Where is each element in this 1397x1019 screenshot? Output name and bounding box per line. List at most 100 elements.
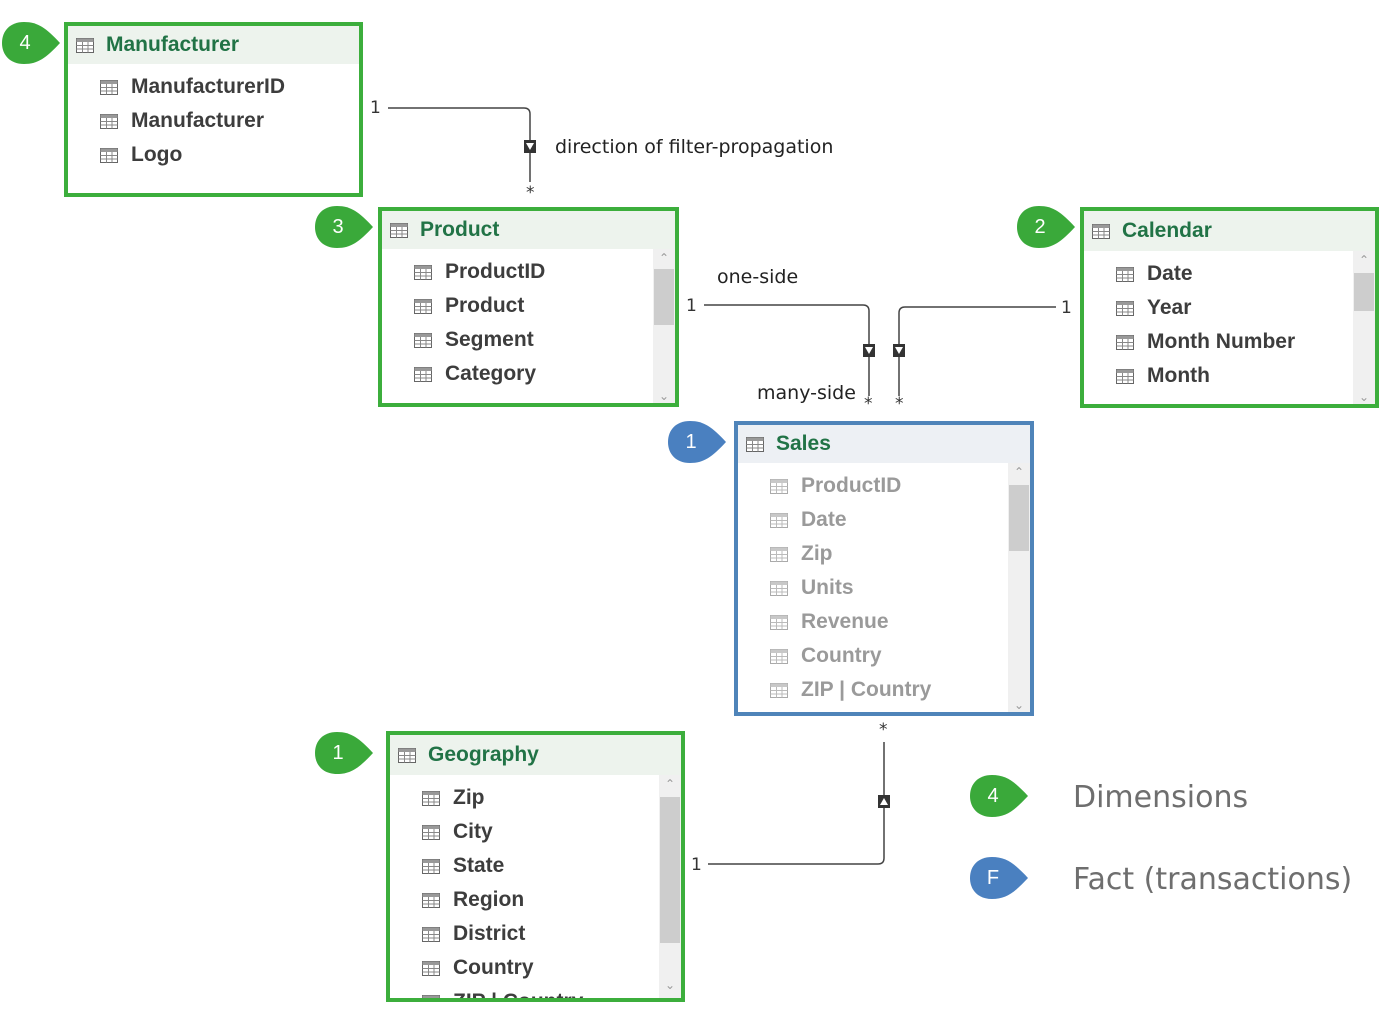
field-item[interactable]: Segment (382, 323, 675, 357)
table-title: Manufacturer (106, 33, 240, 56)
field-item[interactable]: Product (382, 289, 675, 323)
field-list: ProductID Product Segment Category ⌃ ⌄ (382, 249, 675, 403)
field-item[interactable]: State (390, 849, 681, 883)
table-title: Geography (428, 743, 539, 766)
chevron-down-icon[interactable]: ⌄ (1358, 390, 1370, 404)
chevron-down-icon[interactable]: ⌄ (664, 978, 676, 992)
field-item[interactable]: Date (738, 503, 1030, 537)
table-header[interactable]: Manufacturer (68, 26, 359, 64)
column-icon (1116, 368, 1134, 384)
field-item[interactable]: City (390, 815, 681, 849)
column-icon (414, 264, 432, 280)
column-icon (414, 298, 432, 314)
rel-calendar-sales (898, 306, 1056, 396)
table-header[interactable]: Sales (738, 425, 1030, 463)
field-item[interactable]: Country (738, 639, 1030, 673)
table-header[interactable]: Geography (390, 735, 681, 775)
chevron-up-icon[interactable]: ⌃ (1358, 253, 1370, 267)
scrollbar[interactable]: ⌃ ⌄ (653, 249, 675, 403)
chevron-up-icon[interactable]: ⌃ (1013, 465, 1025, 479)
scrollbar[interactable]: ⌃ ⌄ (659, 775, 681, 998)
table-icon (390, 222, 408, 238)
table-geography[interactable]: Geography Zip City State Region District… (386, 731, 685, 1002)
badge-calendar: 2 (1015, 204, 1095, 250)
table-icon (76, 37, 94, 53)
field-item[interactable]: Country (390, 951, 681, 985)
badge-geography: 1 (313, 730, 393, 776)
field-item[interactable]: Manufacturer (68, 104, 359, 138)
field-list: Zip City State Region District Country Z… (390, 775, 681, 998)
table-header[interactable]: Calendar (1084, 211, 1375, 251)
scrollbar[interactable]: ⌃ ⌄ (1353, 251, 1375, 404)
badge-product: 3 (313, 204, 393, 250)
table-sales[interactable]: Sales ProductID Date Zip Units Revenue C… (734, 421, 1034, 716)
field-item[interactable]: ProductID (382, 255, 675, 289)
table-header[interactable]: Product (382, 211, 675, 249)
chevron-down-icon[interactable]: ⌄ (1013, 698, 1025, 712)
field-item[interactable]: Zip (738, 537, 1030, 571)
cardinality-one: 1 (691, 855, 702, 875)
table-manufacturer[interactable]: Manufacturer ManufacturerID Manufacturer… (64, 22, 363, 197)
many-side-label: many-side (757, 382, 856, 404)
column-icon (100, 79, 118, 95)
chevron-up-icon[interactable]: ⌃ (664, 777, 676, 791)
table-product[interactable]: Product ProductID Product Segment Catego… (378, 207, 679, 407)
table-calendar[interactable]: Calendar Date Year Month Number Month ⌃ … (1080, 207, 1379, 408)
table-title: Product (420, 218, 500, 241)
table-title: Calendar (1122, 219, 1212, 242)
table-title: Sales (776, 432, 831, 455)
rel-manufacturer-product (388, 107, 531, 182)
field-item[interactable]: Revenue (738, 605, 1030, 639)
field-item[interactable]: Month (1084, 359, 1375, 393)
column-icon (422, 926, 440, 942)
scrollbar-thumb[interactable] (654, 269, 674, 325)
field-item[interactable]: ManufacturerID (68, 70, 359, 104)
field-item[interactable]: Region (390, 883, 681, 917)
field-item[interactable]: ZIP | Country (390, 985, 681, 998)
column-icon (422, 790, 440, 806)
table-icon (746, 436, 764, 452)
column-icon (414, 366, 432, 382)
field-item[interactable]: Year (1084, 291, 1375, 325)
cardinality-many: * (864, 394, 873, 414)
column-icon (770, 614, 788, 630)
cardinality-one: 1 (686, 296, 697, 316)
column-icon (422, 858, 440, 874)
column-icon (422, 892, 440, 908)
scrollbar-thumb[interactable] (1009, 485, 1029, 551)
chevron-down-icon[interactable]: ⌄ (658, 389, 670, 403)
scrollbar-thumb[interactable] (660, 797, 680, 943)
field-item[interactable]: ZIP | Country (738, 673, 1030, 707)
column-icon (1116, 266, 1134, 282)
column-icon (100, 113, 118, 129)
table-icon (1092, 223, 1110, 239)
column-icon (770, 580, 788, 596)
legend-dimensions-label: Dimensions (1073, 780, 1249, 815)
field-item[interactable]: District (390, 917, 681, 951)
field-item[interactable]: Date (1084, 257, 1375, 291)
cardinality-many: * (526, 183, 535, 203)
column-icon (770, 648, 788, 664)
legend-dimensions-badge: 4 (968, 773, 1048, 819)
field-item[interactable]: Month Number (1084, 325, 1375, 359)
rel-product-sales (704, 304, 870, 396)
column-icon (1116, 300, 1134, 316)
field-item[interactable]: Category (382, 357, 675, 391)
column-icon (770, 512, 788, 528)
field-list: ManufacturerID Manufacturer Logo (68, 64, 359, 172)
table-icon (398, 747, 416, 763)
column-icon (770, 682, 788, 698)
chevron-up-icon[interactable]: ⌃ (658, 251, 670, 265)
field-list: ProductID Date Zip Units Revenue Country… (738, 463, 1030, 712)
badge-sales: 1 (666, 419, 746, 465)
column-icon (1116, 334, 1134, 350)
legend-fact-badge: F (968, 855, 1048, 901)
field-item[interactable]: ProductID (738, 469, 1030, 503)
field-item[interactable]: Zip (390, 781, 681, 815)
column-icon (422, 824, 440, 840)
scrollbar-thumb[interactable] (1354, 273, 1374, 311)
field-item[interactable]: Logo (68, 138, 359, 172)
scrollbar[interactable]: ⌃ ⌄ (1008, 463, 1030, 712)
field-item[interactable]: Units (738, 571, 1030, 605)
